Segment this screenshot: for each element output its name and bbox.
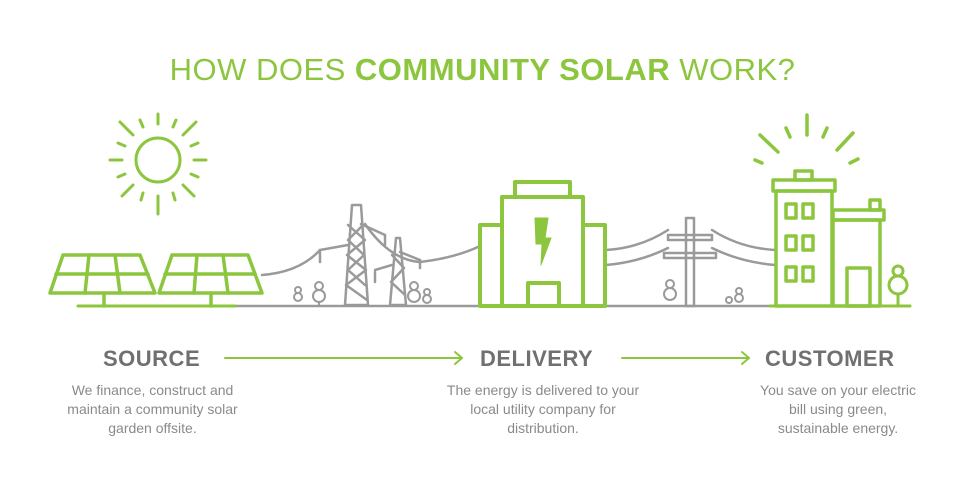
transmission-tower-icon (373, 236, 422, 307)
desc-line: bill using green, (788, 401, 888, 417)
desc-line: maintain a community solar (67, 401, 238, 417)
title-bold: COMMUNITY SOLAR (354, 52, 671, 87)
step-delivery-heading: DELIVERY (480, 346, 594, 371)
lightning-bolt-icon (534, 217, 552, 266)
title-suffix: WORK? (670, 52, 796, 87)
arrow-icon (224, 351, 750, 365)
solar-panel-icon (48, 253, 157, 308)
step-source-heading: SOURCE (103, 346, 201, 371)
step-delivery-description: The energy is delivered to your local ut… (408, 381, 678, 438)
tree-icon (887, 264, 909, 308)
power-plant-icon (478, 180, 607, 308)
solar-panel-icon (157, 253, 264, 308)
desc-line: garden offsite. (108, 420, 197, 436)
tree-icon (293, 279, 744, 307)
desc-line: local utility company for (470, 401, 616, 417)
desc-line: The energy is delivered to your (446, 382, 640, 398)
power-lines (260, 222, 777, 277)
transmission-tower-icon (318, 203, 387, 307)
desc-line: distribution. (507, 420, 579, 436)
desc-line: We finance, construct and (71, 382, 234, 398)
step-customer-heading: CUSTOMER (765, 346, 895, 371)
title-prefix: HOW DOES (169, 52, 355, 87)
step-customer-description: You save on your electric bill using gre… (718, 381, 958, 438)
desc-line: sustainable energy. (777, 420, 899, 436)
page-title: HOW DOES COMMUNITY SOLAR WORK? (0, 52, 965, 88)
desc-line: You save on your electric (760, 382, 916, 398)
step-source-description: We finance, construct and maintain a com… (30, 381, 275, 438)
sun-icon (108, 112, 208, 216)
customer-building-icon (753, 113, 886, 308)
utility-pole-icon (662, 216, 718, 308)
